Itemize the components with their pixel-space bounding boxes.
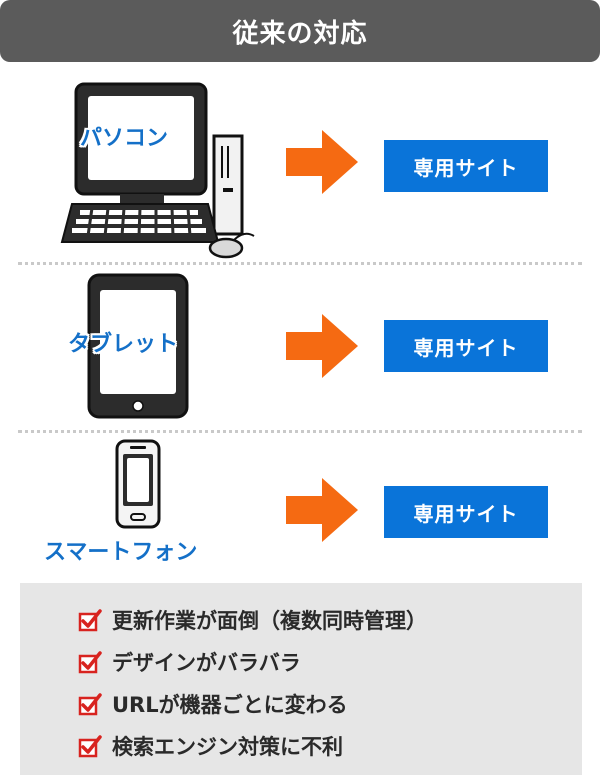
site-box-tablet: 専用サイト bbox=[384, 320, 548, 372]
row-tablet: タブレット 専用サイト bbox=[0, 268, 600, 428]
section-title: 従来の対応 bbox=[232, 18, 368, 49]
issue-text: デザインがバラバラ bbox=[112, 651, 301, 675]
issue-text: URLが機器ごとに変わる bbox=[112, 693, 348, 717]
issue-item: 更新作業が面倒（複数同時管理） bbox=[78, 605, 427, 635]
divider bbox=[18, 430, 582, 433]
issue-text: 更新作業が面倒（複数同時管理） bbox=[112, 609, 427, 633]
row-smartphone: スマートフォン 専用サイト bbox=[0, 432, 600, 572]
checkbox-checked-icon bbox=[78, 609, 102, 632]
site-label: 専用サイト bbox=[413, 155, 519, 180]
arrow-right-icon bbox=[286, 478, 358, 542]
tablet-icon bbox=[87, 273, 189, 419]
divider bbox=[18, 262, 582, 265]
site-label: 専用サイト bbox=[413, 335, 519, 360]
issue-item: 検索エンジン対策に不利 bbox=[78, 731, 343, 761]
device-label-smartphone: スマートフォン bbox=[44, 540, 198, 565]
site-box-pc: 専用サイト bbox=[384, 140, 548, 192]
row-pc: パソコン 専用サイト bbox=[0, 68, 600, 259]
arrow-right-icon bbox=[286, 130, 358, 194]
checkbox-checked-icon bbox=[78, 693, 102, 716]
checkbox-checked-icon bbox=[78, 735, 102, 758]
issue-text: 検索エンジン対策に不利 bbox=[112, 735, 343, 759]
device-label-pc: パソコン bbox=[80, 126, 169, 151]
arrow-right-icon bbox=[286, 314, 358, 378]
site-label: 専用サイト bbox=[413, 501, 519, 526]
site-box-smartphone: 専用サイト bbox=[384, 486, 548, 538]
section-header: 従来の対応 bbox=[0, 0, 600, 62]
device-label-tablet: タブレット bbox=[68, 332, 179, 357]
smartphone-icon bbox=[115, 439, 161, 529]
issues-panel: 更新作業が面倒（複数同時管理） デザインがバラバラ URLが機器ごとに変わる 検… bbox=[20, 583, 582, 775]
issue-item: URLが機器ごとに変わる bbox=[78, 689, 348, 719]
issue-item: デザインがバラバラ bbox=[78, 647, 301, 677]
desktop-pc-icon bbox=[60, 82, 255, 259]
checkbox-checked-icon bbox=[78, 651, 102, 674]
